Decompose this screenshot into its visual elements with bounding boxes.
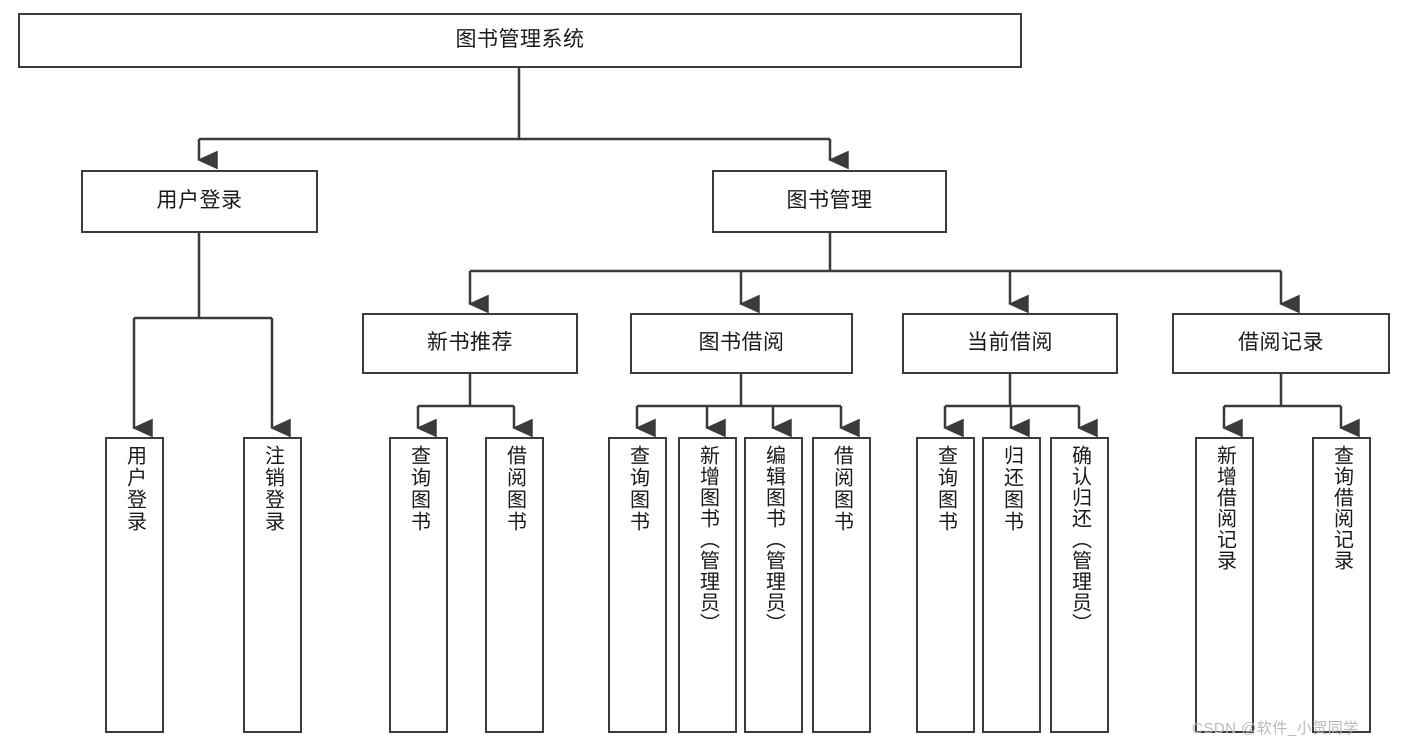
- node-label: 借阅图书: [503, 445, 526, 533]
- node-label: 图书借阅: [698, 331, 785, 355]
- node-leaf-return-book[interactable]: 归还图书: [982, 437, 1041, 733]
- node-leaf-confirm-return[interactable]: 确认归还（管理员）: [1050, 437, 1109, 733]
- node-label: 注销登录: [261, 445, 284, 533]
- node-user-login[interactable]: 用户登录: [81, 170, 318, 233]
- node-label: 编辑图书（管理员）: [762, 445, 785, 634]
- node-label: 归还图书: [1000, 445, 1023, 533]
- node-borrow-record[interactable]: 借阅记录: [1172, 313, 1390, 374]
- node-label: 查询借阅记录: [1330, 445, 1353, 571]
- node-label: 图书管理系统: [455, 28, 585, 52]
- node-leaf-query-record[interactable]: 查询借阅记录: [1312, 437, 1371, 733]
- node-current-borrow[interactable]: 当前借阅: [902, 313, 1118, 374]
- node-label: 用户登录: [123, 445, 146, 533]
- node-leaf-logout-login[interactable]: 注销登录: [243, 437, 302, 733]
- node-book-borrow[interactable]: 图书借阅: [630, 313, 853, 374]
- node-leaf-borrow-book-2[interactable]: 借阅图书: [812, 437, 871, 733]
- node-leaf-borrow-book-1[interactable]: 借阅图书: [485, 437, 544, 733]
- node-root-system[interactable]: 图书管理系统: [18, 13, 1022, 68]
- node-leaf-user-login[interactable]: 用户登录: [105, 437, 164, 733]
- node-label: 用户登录: [156, 189, 243, 213]
- node-label: 查询图书: [407, 445, 430, 533]
- csdn-watermark: CSDN @软件_小贺同学: [1192, 720, 1359, 737]
- node-label: 图书管理: [786, 189, 873, 213]
- node-label: 借阅记录: [1238, 331, 1324, 355]
- node-label: 确认归还（管理员）: [1068, 445, 1091, 634]
- node-label: 借阅图书: [830, 445, 853, 533]
- node-leaf-query-book-3[interactable]: 查询图书: [916, 437, 975, 733]
- node-new-book-recommend[interactable]: 新书推荐: [362, 313, 578, 374]
- node-leaf-query-book-2[interactable]: 查询图书: [608, 437, 667, 733]
- node-label: 查询图书: [934, 445, 957, 533]
- node-label: 查询图书: [626, 445, 649, 533]
- node-label: 当前借阅: [967, 331, 1053, 355]
- node-label: 新增借阅记录: [1213, 445, 1236, 571]
- node-label: 新增图书（管理员）: [696, 445, 719, 634]
- node-book-management[interactable]: 图书管理: [712, 170, 947, 233]
- node-label: 新书推荐: [427, 331, 513, 355]
- node-leaf-query-book-1[interactable]: 查询图书: [389, 437, 448, 733]
- node-leaf-add-book[interactable]: 新增图书（管理员）: [678, 437, 737, 733]
- node-leaf-edit-book[interactable]: 编辑图书（管理员）: [744, 437, 803, 733]
- node-leaf-add-record[interactable]: 新增借阅记录: [1195, 437, 1254, 733]
